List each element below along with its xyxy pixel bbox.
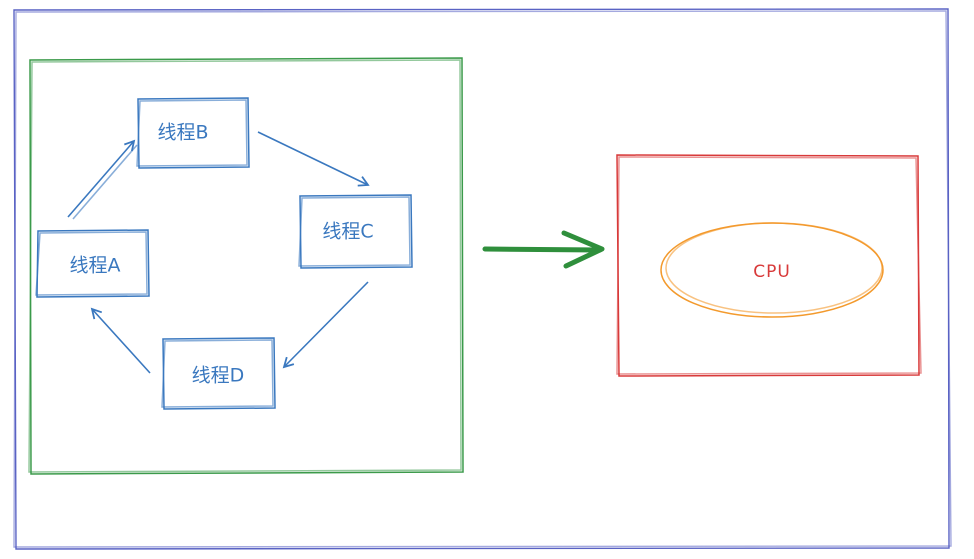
schedule-arrow: [482, 230, 605, 269]
cpu-ellipse: [660, 222, 884, 318]
cpu-box: [616, 154, 922, 377]
thread-c-box: 线程C: [298, 194, 413, 269]
arrow-c-to-d: [282, 281, 369, 369]
thread-b-label: 线程B: [157, 122, 208, 144]
thread-d-box: 线程D: [161, 337, 276, 410]
thread-d-label: 线程D: [192, 365, 245, 387]
arrow-b-to-c: [257, 131, 370, 187]
arrow-a-to-b: [67, 139, 138, 220]
thread-group-box: [28, 57, 464, 475]
thread-b-box: 线程B: [136, 97, 250, 169]
thread-c-label: 线程C: [322, 221, 373, 243]
outer-frame: [13, 8, 952, 550]
thread-a-box: 线程A: [35, 229, 150, 298]
arrow-d-to-a: [90, 307, 151, 374]
cpu-label: CPU: [753, 262, 791, 282]
thread-a-label: 线程A: [70, 255, 121, 277]
